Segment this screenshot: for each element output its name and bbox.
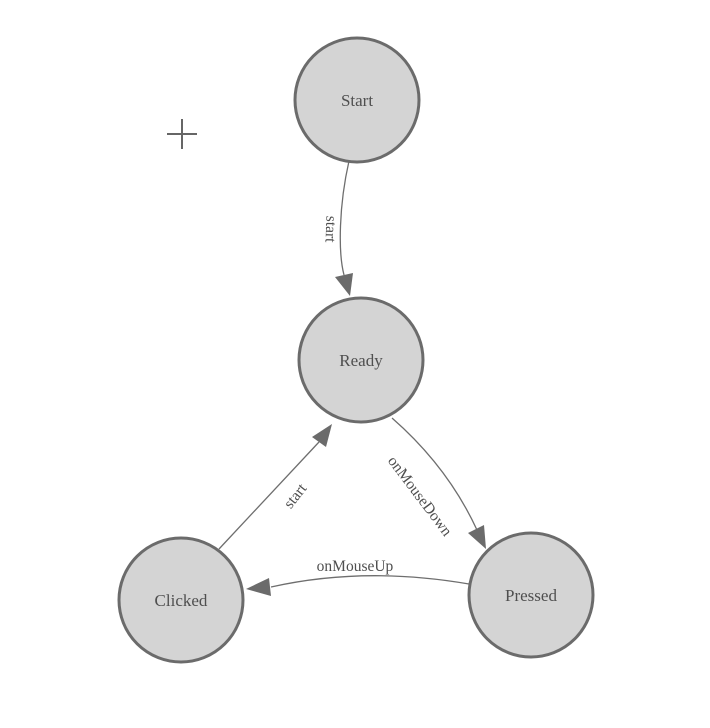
edge-label-onmouseup: onMouseUp xyxy=(317,558,394,575)
node-ready-circle xyxy=(297,296,425,424)
edge-pressed-to-clicked-line xyxy=(270,575,470,588)
edge-ready-to-pressed: onMouseDown xyxy=(384,417,486,549)
edge-label-start-1: start xyxy=(322,216,340,244)
edge-clicked-to-ready-line xyxy=(218,441,320,550)
node-clicked[interactable]: Clicked xyxy=(117,536,245,664)
edge-start-to-ready: start xyxy=(322,160,353,296)
node-clicked-label: Clicked xyxy=(155,591,208,610)
node-ready-label: Ready xyxy=(339,351,383,370)
edge-pressed-to-clicked-arrowhead-icon xyxy=(246,578,271,596)
node-start-circle xyxy=(293,36,421,164)
edge-label-start-2: start xyxy=(281,480,311,512)
node-pressed[interactable]: Pressed xyxy=(467,531,595,659)
edge-ready-to-pressed-line xyxy=(391,417,478,531)
edge-label-onmousedown: onMouseDown xyxy=(384,453,455,540)
node-start-label: Start xyxy=(341,91,373,110)
edge-start-to-ready-line xyxy=(339,160,350,276)
node-pressed-label: Pressed xyxy=(505,586,557,605)
node-clicked-circle xyxy=(117,536,245,664)
edge-clicked-to-ready-arrowhead-icon xyxy=(312,424,332,447)
node-start[interactable]: Start xyxy=(293,36,421,164)
edge-pressed-to-clicked: onMouseUp xyxy=(246,558,470,596)
edge-clicked-to-ready: start xyxy=(218,424,332,550)
plus-crosshair-icon xyxy=(167,119,197,149)
node-ready[interactable]: Ready xyxy=(297,296,425,424)
edge-start-to-ready-arrowhead-icon xyxy=(335,273,353,296)
edge-ready-to-pressed-arrowhead-icon xyxy=(468,525,486,549)
node-pressed-circle xyxy=(467,531,595,659)
